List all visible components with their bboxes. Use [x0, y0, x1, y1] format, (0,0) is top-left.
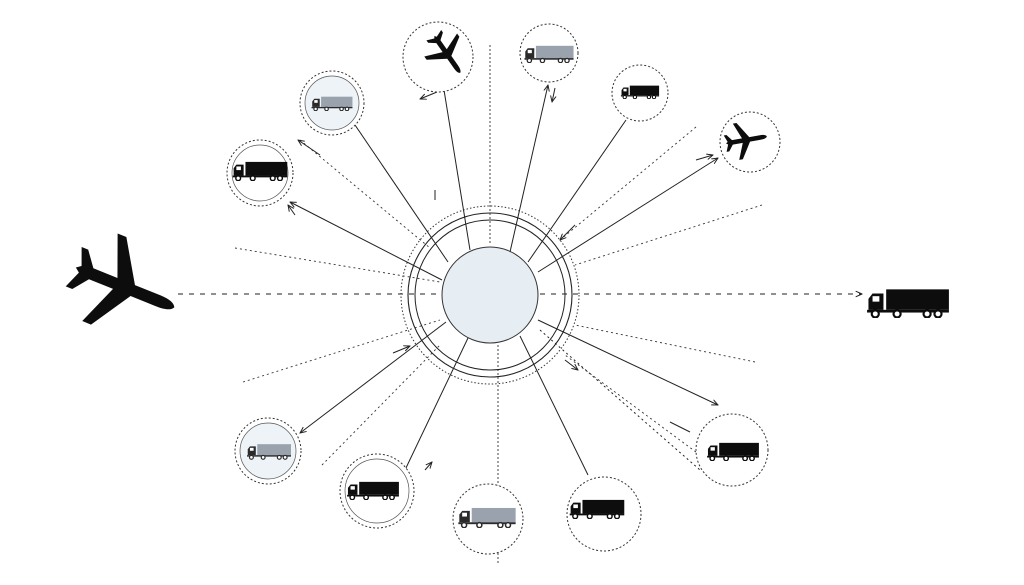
arrow: [669, 421, 691, 433]
hub: [400, 205, 580, 385]
spoke-truck-bottom-left: [300, 321, 447, 433]
guide-line: [242, 319, 441, 383]
arrow: [564, 359, 578, 370]
spoke-truck-top: [509, 85, 548, 253]
guide-line: [574, 324, 756, 363]
spoke-truck-bottom-2: [404, 337, 469, 471]
arrow: [298, 140, 321, 156]
background-guide-lines: [234, 45, 763, 565]
spoke-truck-left: [290, 202, 443, 281]
spoke-truck-top-right: [527, 119, 627, 263]
arrow: [560, 224, 576, 240]
spoke-truck-top-left: [354, 124, 449, 263]
spoke-plane-right: [537, 158, 718, 273]
flow-arrows: [288, 87, 713, 471]
arrow: [392, 346, 410, 354]
arrow: [288, 205, 296, 216]
arrow: [552, 87, 555, 102]
spoke-plane-top: [443, 89, 471, 251]
node-inner-ring: [231, 144, 289, 202]
guide-line: [559, 126, 697, 241]
guide-line: [299, 139, 431, 249]
arrow: [424, 462, 432, 471]
guide-line: [234, 247, 441, 283]
hub-ring-inner: [414, 219, 566, 371]
truck-icon: [865, 288, 951, 318]
spoke-truck-bottom-right: [537, 319, 718, 405]
spoke-truck-bottom-right-b: [539, 329, 701, 471]
guide-line: [574, 204, 763, 266]
hub-circle: [441, 246, 539, 344]
arrow: [695, 155, 713, 161]
guide-line: [321, 344, 441, 466]
spokes: [290, 85, 718, 476]
arrow: [420, 91, 438, 99]
hub-outer-dotted-ring: [400, 205, 580, 385]
guide-line: [564, 354, 701, 456]
spoke-truck-bottom-4: [519, 335, 589, 476]
node-inner-ring: [344, 458, 410, 524]
hub-ring-outer: [407, 212, 573, 378]
plane-icon: [55, 222, 193, 352]
